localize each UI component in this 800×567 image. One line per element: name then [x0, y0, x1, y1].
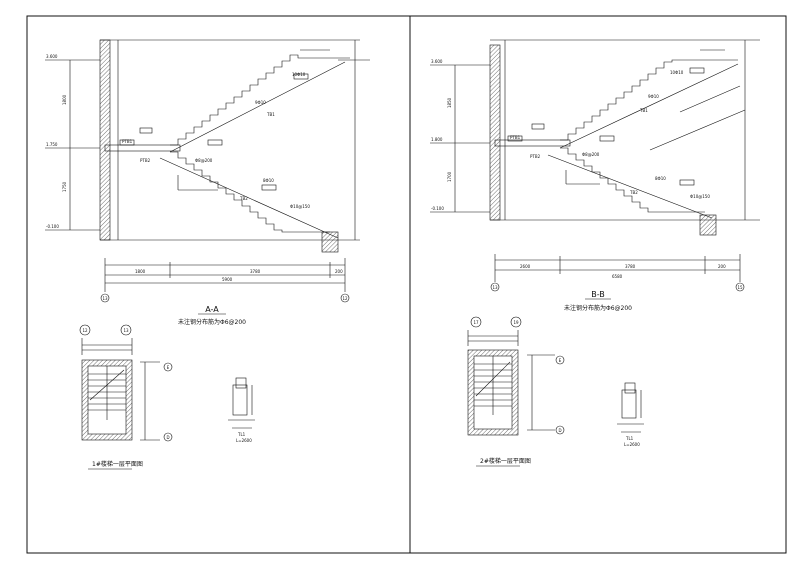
right-detail-label-length: L=2600 — [624, 442, 640, 447]
right-step-label-9: PTB2 — [530, 154, 541, 159]
left-plan-side-bubble-e — [163, 362, 173, 372]
right-dim-lower: 1700 — [447, 171, 452, 182]
right-step-label-5: Φ10@150 — [690, 194, 710, 199]
right-level-mid: 1.800 — [431, 137, 443, 142]
left-bottom-dim-2: 3780 — [250, 269, 261, 274]
left-bottom-dim-3: 200 — [335, 269, 343, 274]
left-plan-axis-bubble-13 — [120, 324, 132, 336]
right-stair-footing — [699, 214, 717, 236]
left-step-label-6: TB1 — [266, 112, 275, 117]
left-plan-axis-label-12: 12 — [82, 328, 88, 333]
right-axis-label-15: 15 — [737, 285, 743, 290]
left-plan-side-label-e: E — [167, 365, 170, 370]
landing-slab — [104, 144, 181, 152]
left-plan-side-label-d: D — [166, 435, 169, 440]
right-level-top: 3.600 — [431, 59, 443, 64]
right-step-label-4: Φ8@200 — [582, 152, 600, 157]
right-plan-side-label-e: E — [559, 358, 562, 363]
right-detail-label-tl1: TL1 — [625, 436, 634, 441]
right-stair-plan — [467, 330, 555, 436]
left-bottom-dim-4: 5900 — [222, 277, 233, 282]
left-step-label-1: 10Φ10 — [292, 72, 306, 77]
left-step-label-5: Φ10@150 — [290, 204, 310, 209]
right-axis-bubble-13 — [490, 282, 500, 292]
left-step-label-3: 8Φ10 — [263, 178, 274, 183]
right-plan-caption: 2#楼梯一层平面图 — [480, 457, 531, 465]
right-dim-upper: 1850 — [447, 97, 452, 108]
right-step-label-2: 9Φ10 — [648, 94, 659, 99]
left-plan-caption: 1#楼梯一层平面图 — [92, 460, 143, 468]
right-level-bottom: -0.100 — [431, 206, 444, 211]
left-section-title: A-A — [205, 305, 219, 314]
left-section-note: 未注钢分布筋为Φ6@200 — [178, 318, 246, 326]
left-axis-label-12: 12 — [342, 296, 348, 301]
right-plan-axis-bubble-17 — [470, 316, 482, 328]
left-level-top: 3.600 — [46, 54, 58, 59]
right-step-label-7: TB2 — [629, 190, 638, 195]
left-plan-side-bubble-d — [163, 432, 173, 442]
sheet-frame — [26, 15, 787, 554]
lower-flight — [170, 151, 330, 233]
right-step-label-1: 10Φ10 — [670, 70, 684, 75]
left-axis-bubble-13 — [100, 293, 110, 303]
left-step-label-4: Φ8@200 — [195, 158, 213, 163]
left-step-label-8: PTB1 — [122, 139, 133, 144]
left-plan-axis-bubble-12 — [79, 324, 91, 336]
right-plan-side-bubble-d — [555, 425, 565, 435]
right-step-label-3: 8Φ10 — [655, 176, 666, 181]
left-step-label-7: TB2 — [239, 196, 248, 201]
right-lower-flight — [560, 147, 705, 213]
right-upper-flight — [560, 59, 738, 141]
upper-flight — [170, 54, 350, 146]
right-bottom-dim-2: 3780 — [625, 264, 636, 269]
right-plan-side-label-d: D — [558, 428, 561, 433]
right-bottom-dim-4: 6580 — [612, 274, 623, 279]
left-axis-bubble-12 — [340, 293, 350, 303]
left-dim-upper: 1800 — [62, 94, 67, 105]
right-plan-axis-bubble-19 — [510, 316, 522, 328]
left-step-label-9: PTB2 — [140, 158, 151, 163]
left-dim-lower: 1750 — [62, 181, 67, 192]
left-beam-detail — [228, 377, 255, 429]
left-stair-plan — [81, 338, 160, 441]
left-plan-axis-label-13: 13 — [123, 328, 129, 333]
right-plan-axis-label-19: 19 — [513, 320, 519, 325]
right-plan-axis-label-17: 17 — [473, 320, 479, 325]
right-axis-label-13: 13 — [492, 285, 498, 290]
left-detail-label-tl1: TL1 — [237, 432, 246, 437]
right-section-note: 未注钢分布筋为Φ6@200 — [564, 304, 632, 312]
left-wall — [99, 39, 111, 241]
stair-footing — [321, 231, 339, 253]
right-wall — [489, 44, 501, 221]
right-section-title: B-B — [591, 290, 605, 299]
left-level-bottom: -0.100 — [46, 224, 59, 229]
right-bottom-dim-3: 200 — [718, 264, 726, 269]
left-detail-label-length: L=2600 — [236, 438, 252, 443]
right-beam-detail — [617, 382, 644, 433]
left-step-label-2: 9Φ10 — [255, 100, 266, 105]
right-step-label-8: PTB1 — [510, 135, 521, 140]
right-step-label-6: TB1 — [639, 108, 648, 113]
right-bottom-dim-1: 2600 — [520, 264, 531, 269]
right-landing-slab — [494, 139, 571, 147]
left-axis-label-13: 13 — [102, 296, 108, 301]
left-level-mid: 1.750 — [46, 142, 58, 147]
right-axis-bubble-15 — [735, 282, 745, 292]
right-section-drawing — [430, 39, 760, 282]
left-section-drawing — [45, 39, 370, 292]
left-bottom-dim-1: 1800 — [135, 269, 146, 274]
right-plan-side-bubble-e — [555, 355, 565, 365]
